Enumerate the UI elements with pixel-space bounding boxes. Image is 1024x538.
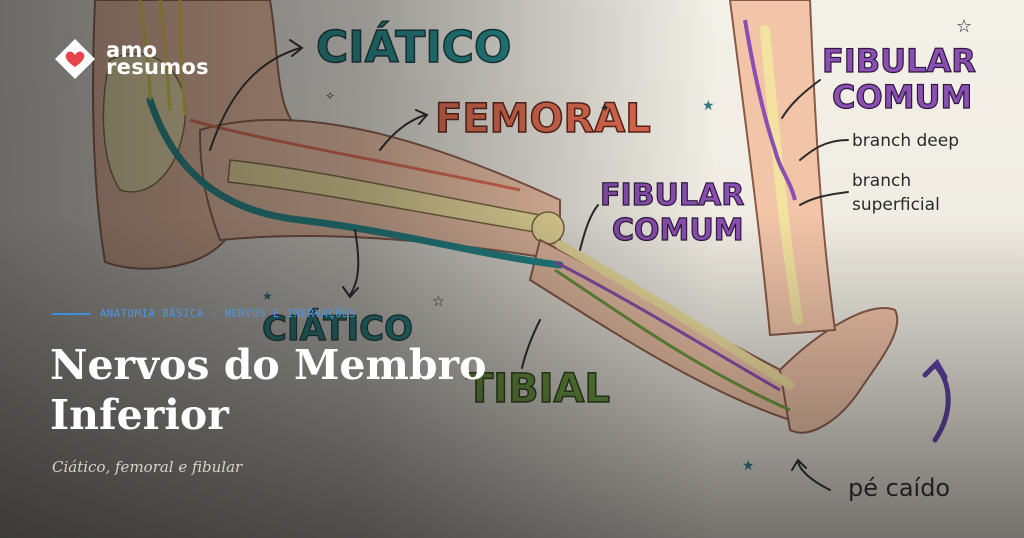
arrow-pe-caido <box>791 458 831 491</box>
arrow-fibular-mid <box>579 204 599 251</box>
brand-line1: amo <box>106 38 158 62</box>
category-label: ANATOMIA BÁSICA · NERVOS E INERVAÇÕES <box>100 308 357 320</box>
page-title: Nervos do Membro Inferior <box>50 341 487 439</box>
sparkle-icon: ☆ <box>956 16 972 37</box>
label-branch-superficial-2: superficial <box>852 195 940 215</box>
purple-curve-arrow <box>922 358 951 443</box>
sparkle-icon: ★ <box>742 458 755 474</box>
sparkle-icon: ★ <box>262 289 273 303</box>
label-fibular-mid-2: COMUM <box>612 213 744 248</box>
brand-wordmark: amo resumos <box>106 38 209 79</box>
sparkle-icon: ✦ <box>600 101 610 115</box>
label-fibular-mid-1: FIBULAR <box>600 178 744 213</box>
label-ciatico-top: CIÁTICO <box>316 20 511 73</box>
label-femoral: FEMORAL <box>435 96 651 142</box>
sparkle-icon: ✧ <box>325 89 335 103</box>
arrow-ciatico-bottom <box>342 229 360 299</box>
knee-joint <box>531 211 565 245</box>
label-fibular-right-2: COMUM <box>832 78 972 116</box>
label-fibular-right-1: FIBULAR <box>822 42 976 80</box>
label-pe-caido: pé caído <box>848 474 950 502</box>
category-tag: ANATOMIA BÁSICA · NERVOS E INERVAÇÕES <box>52 308 356 320</box>
label-branch-superficial-1: branch <box>852 171 911 191</box>
label-branch-deep: branch deep <box>852 131 959 151</box>
brand-logo[interactable]: amo resumos <box>52 36 209 82</box>
sparkle-icon: ★ <box>702 98 715 114</box>
brand-line2: resumos <box>106 55 209 79</box>
category-accent-line <box>52 313 90 315</box>
sparkle-icon: ☆ <box>432 294 445 310</box>
logo-diamond-icon <box>52 36 98 82</box>
heart-icon <box>65 51 85 67</box>
page-subtitle: Ciático, femoral e fibular <box>52 458 243 476</box>
